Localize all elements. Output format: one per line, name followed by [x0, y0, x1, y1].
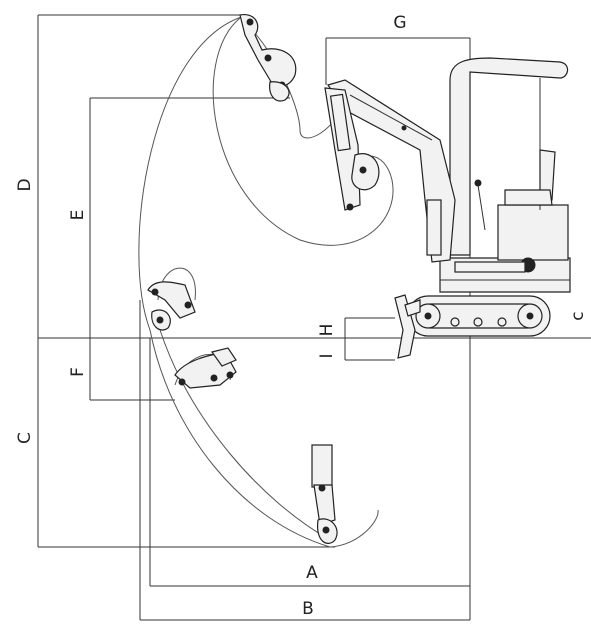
label-a: A	[306, 563, 318, 583]
boom-cylinder	[426, 199, 442, 256]
excavator-machine	[324, 57, 571, 359]
label-e: E	[68, 210, 88, 221]
label-h: H	[317, 324, 337, 337]
bucket-position-upper-left	[147, 281, 196, 331]
seat-back	[539, 149, 556, 201]
bucket-positions	[147, 13, 338, 544]
bucket-position-mid-left	[174, 347, 237, 389]
label-f: F	[68, 367, 88, 377]
seat	[504, 189, 553, 206]
label-g: G	[393, 13, 406, 33]
label-c: C	[15, 432, 35, 444]
lower-dig-arc	[329, 509, 379, 548]
bucket-position-top	[239, 13, 297, 102]
label-c-small: c	[568, 311, 588, 320]
label-i: I	[317, 353, 337, 358]
arm-cylinder	[329, 93, 351, 152]
label-d: D	[15, 178, 35, 191]
dimension-labels: D E C F G A B H I c	[15, 13, 588, 619]
bucket-position-bottom	[311, 444, 338, 544]
engine-hood	[497, 204, 569, 261]
dozer-blade	[394, 294, 416, 359]
inner-top-arc	[212, 17, 394, 246]
label-b: B	[302, 599, 314, 619]
rops-canopy	[449, 57, 569, 256]
outer-envelope-arc	[138, 14, 331, 548]
